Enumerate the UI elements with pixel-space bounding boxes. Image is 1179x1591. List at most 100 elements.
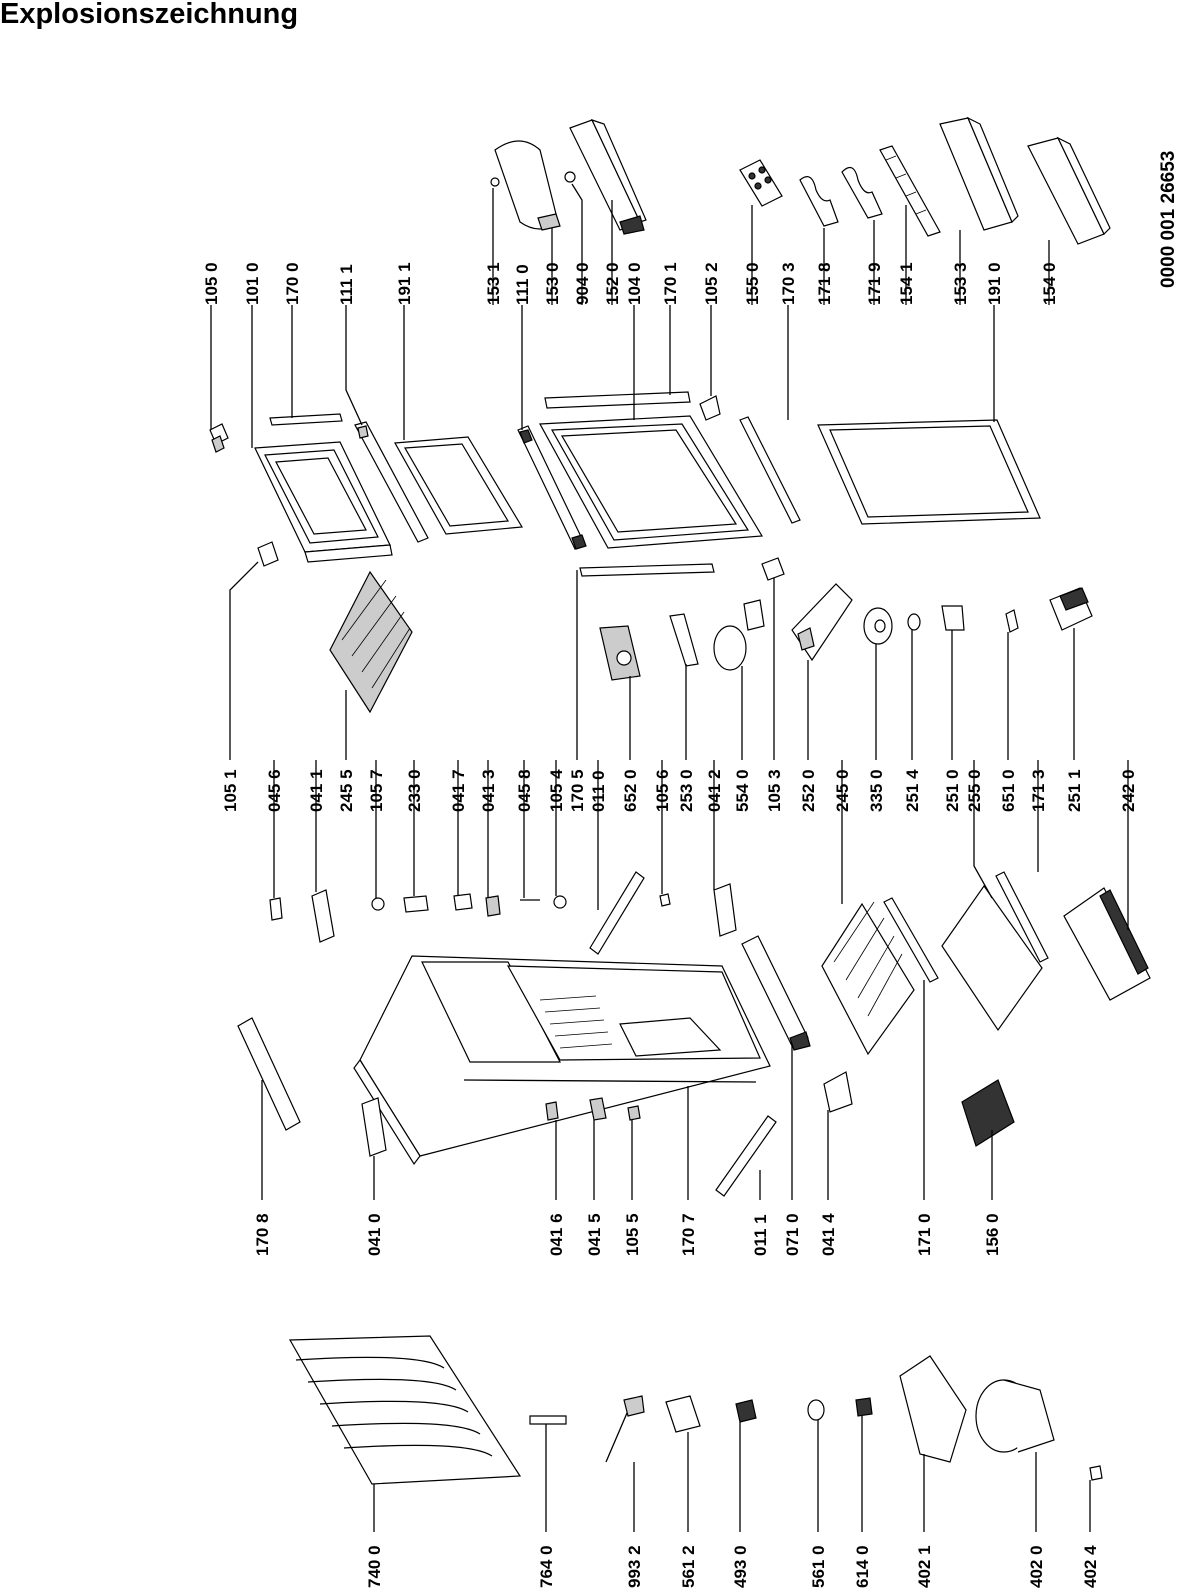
condenser-740-0-part <box>288 1335 522 1485</box>
callout-label-171-8: 171 8 <box>815 262 834 305</box>
light-box-251-1-part <box>1049 587 1093 631</box>
callout-label-191-1: 191 1 <box>395 262 414 305</box>
leader-line-111-1 <box>345 305 363 426</box>
callout-label-105-5: 105 5 <box>623 1213 642 1256</box>
hinge-105-3-part <box>761 557 785 581</box>
callout-label-155-0: 155 0 <box>743 262 762 305</box>
hinge-041-0-part <box>361 1097 387 1157</box>
spring-171-8-part <box>799 176 839 227</box>
relay-561-2-part <box>665 1395 701 1433</box>
callout-label-105-2: 105 2 <box>702 262 721 305</box>
callout-label-335-0: 335 0 <box>867 769 886 812</box>
clip-402-4-part <box>1089 1465 1103 1481</box>
part-041-3-part <box>485 895 501 917</box>
callout-label-041-7: 041 7 <box>449 769 468 812</box>
callout-label-041-4: 041 4 <box>819 1213 838 1256</box>
screw-904-0-part <box>564 171 576 183</box>
strip-170-8-part <box>237 1017 301 1131</box>
callout-label-171-0: 171 0 <box>915 1213 934 1256</box>
callout-label-071-0: 071 0 <box>783 1213 802 1256</box>
callout-label-252-0: 252 0 <box>799 769 818 812</box>
callout-label-041-5: 041 5 <box>585 1213 604 1256</box>
callout-label-154-1: 154 1 <box>897 262 916 305</box>
callout-label-153-1: 153 1 <box>484 262 503 305</box>
callout-label-111-0: 111 0 <box>513 264 532 305</box>
callout-label-651-0: 651 0 <box>999 769 1018 812</box>
heater-993-2-part <box>605 1395 645 1463</box>
cap-105-6-part <box>659 893 671 907</box>
callout-label-171-9: 171 9 <box>865 262 884 305</box>
egg-rack-156-0-part <box>961 1079 1015 1147</box>
fan-554-0-part <box>713 599 765 671</box>
door-rail-111-1-part <box>354 421 429 543</box>
freezer-door-101-0-part <box>254 441 393 563</box>
callout-label-740-0: 740 0 <box>365 1545 384 1588</box>
hinge-041-1-part <box>311 889 335 943</box>
callout-label-652-0: 652 0 <box>621 769 640 812</box>
crisper-242-0-part <box>1063 887 1151 1001</box>
part-041-5-part <box>589 1097 607 1121</box>
callout-label-170-0: 170 0 <box>283 262 302 305</box>
callout-label-402-0: 402 0 <box>1027 1545 1046 1588</box>
compressor-mount-402-1-part <box>899 1355 967 1463</box>
callout-label-170-1: 170 1 <box>661 262 680 305</box>
callout-label-104-0: 104 0 <box>625 262 644 305</box>
door-strip-170-1-part <box>544 391 691 409</box>
callout-label-153-3: 153 3 <box>951 262 970 305</box>
cover-233-0-part <box>403 895 429 913</box>
door-strip-170-3-part <box>739 416 801 524</box>
glass-shelf-255-0-part <box>941 884 1043 1032</box>
callout-label-171-3: 171 3 <box>1029 769 1048 812</box>
callout-label-011-1: 011 1 <box>751 1214 770 1256</box>
callout-label-101-0: 101 0 <box>243 262 262 305</box>
bottle-shelf-154-0-part <box>1027 136 1111 245</box>
overload-561-0-part <box>807 1399 825 1421</box>
callout-label-253-0: 253 0 <box>677 769 696 812</box>
callout-label-152-0: 152 0 <box>603 262 622 305</box>
leader-lines <box>210 183 1129 1532</box>
callout-label-245-5: 245 5 <box>337 769 356 812</box>
door-gasket-191-1-part <box>394 436 524 535</box>
callout-label-105-4: 105 4 <box>547 769 566 812</box>
butter-shelf-153-0-part <box>537 213 561 231</box>
grommet-614-0-part <box>855 1397 873 1417</box>
callout-label-255-0: 255 0 <box>965 769 984 812</box>
callout-label-554-0: 554 0 <box>733 769 752 812</box>
callout-label-156-0: 156 0 <box>983 1213 1002 1256</box>
callout-label-111-1: 111 1 <box>337 264 356 305</box>
hinge-105-1-part <box>257 541 279 567</box>
callout-label-561-2: 561 2 <box>679 1545 698 1588</box>
callout-label-242-0: 242 0 <box>1119 769 1138 812</box>
rail-011-1-part <box>715 1115 777 1197</box>
callout-label-245-0: 245 0 <box>833 769 852 812</box>
thermostat-652-0-part <box>599 625 641 681</box>
spring-171-9-part <box>841 166 883 219</box>
callout-label-561-0: 561 0 <box>809 1545 828 1588</box>
rail-011-0-part <box>589 871 645 955</box>
cap-105-7-part <box>371 897 385 911</box>
leader-line-105-1 <box>229 561 259 760</box>
callout-label-402-1: 402 1 <box>915 1545 934 1588</box>
control-housing-252-0-part <box>791 583 853 662</box>
callout-label-993-2: 993 2 <box>625 1545 644 1588</box>
callout-label-170-3: 170 3 <box>779 262 798 305</box>
callout-label-251-4: 251 4 <box>903 769 922 812</box>
hinge-105-0-part <box>209 423 229 453</box>
callout-label-764-0: 764 0 <box>537 1545 556 1588</box>
door-shelf-152-0-part <box>569 118 647 235</box>
hinge-041-4-part <box>823 1071 853 1113</box>
filter-drier-764-0-part <box>529 1415 567 1425</box>
door-rail-111-0-part <box>517 425 587 550</box>
callout-label-170-8: 170 8 <box>253 1213 272 1256</box>
callout-label-045-8: 045 8 <box>515 769 534 812</box>
part-041-6-part <box>545 1101 559 1121</box>
fridge-door-104-0-part <box>539 415 764 549</box>
callout-label-170-5: 170 5 <box>568 769 587 812</box>
callout-label-904-0: 904 0 <box>573 262 592 305</box>
lamp-651-0-part <box>1005 609 1019 633</box>
strip-171-3-part <box>995 871 1049 963</box>
callout-label-170-7: 170 7 <box>679 1213 698 1256</box>
